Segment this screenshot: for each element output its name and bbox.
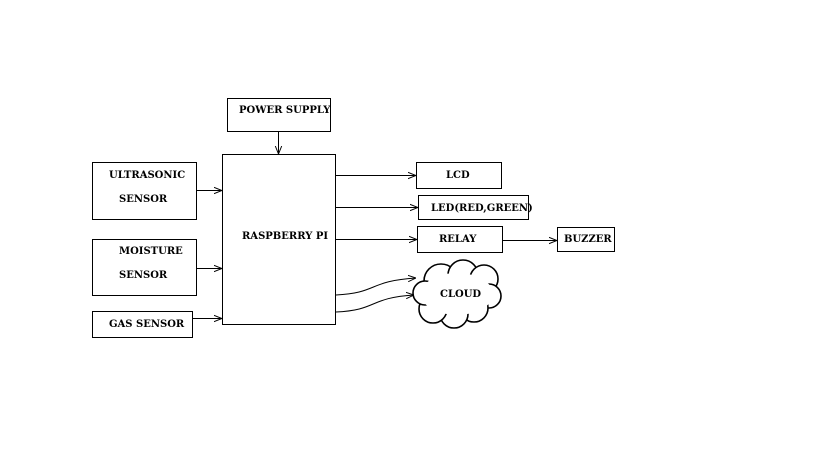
arrow-pi-to-cloud-1 — [335, 278, 416, 296]
ultrasonic-label-line1: ULTRASONIC — [109, 170, 185, 181]
gas-sensor-label: GAS SENSOR — [109, 319, 185, 330]
ultrasonic-label-line2: SENSOR — [119, 194, 168, 205]
raspberry-pi-block: RASPBERRY PI — [222, 154, 336, 325]
power-supply-block: POWER SUPPLY — [227, 98, 331, 132]
moisture-label-line2: SENSOR — [119, 270, 168, 281]
arrow-pi-to-cloud-2 — [335, 295, 414, 313]
moisture-sensor-block: MOISTURE SENSOR — [92, 239, 197, 296]
cloud-block: CLOUD — [412, 259, 502, 329]
power-supply-label: POWER SUPPLY — [239, 105, 331, 116]
lcd-block: LCD — [416, 162, 502, 189]
cloud-label: CLOUD — [440, 289, 481, 300]
lcd-label: LCD — [446, 170, 470, 181]
relay-label: RELAY — [439, 234, 477, 245]
buzzer-label: BUZZER — [564, 234, 612, 245]
raspberry-pi-label: RASPBERRY PI — [242, 231, 328, 242]
buzzer-block: BUZZER — [557, 227, 615, 252]
gas-sensor-block: GAS SENSOR — [92, 311, 193, 338]
led-label: LED(RED,GREEN) — [431, 203, 533, 214]
moisture-label-line1: MOISTURE — [119, 246, 183, 257]
ultrasonic-sensor-block: ULTRASONIC SENSOR — [92, 162, 197, 220]
cloud-icon — [412, 259, 502, 329]
led-block: LED(RED,GREEN) — [418, 195, 533, 220]
relay-block: RELAY — [417, 226, 503, 253]
